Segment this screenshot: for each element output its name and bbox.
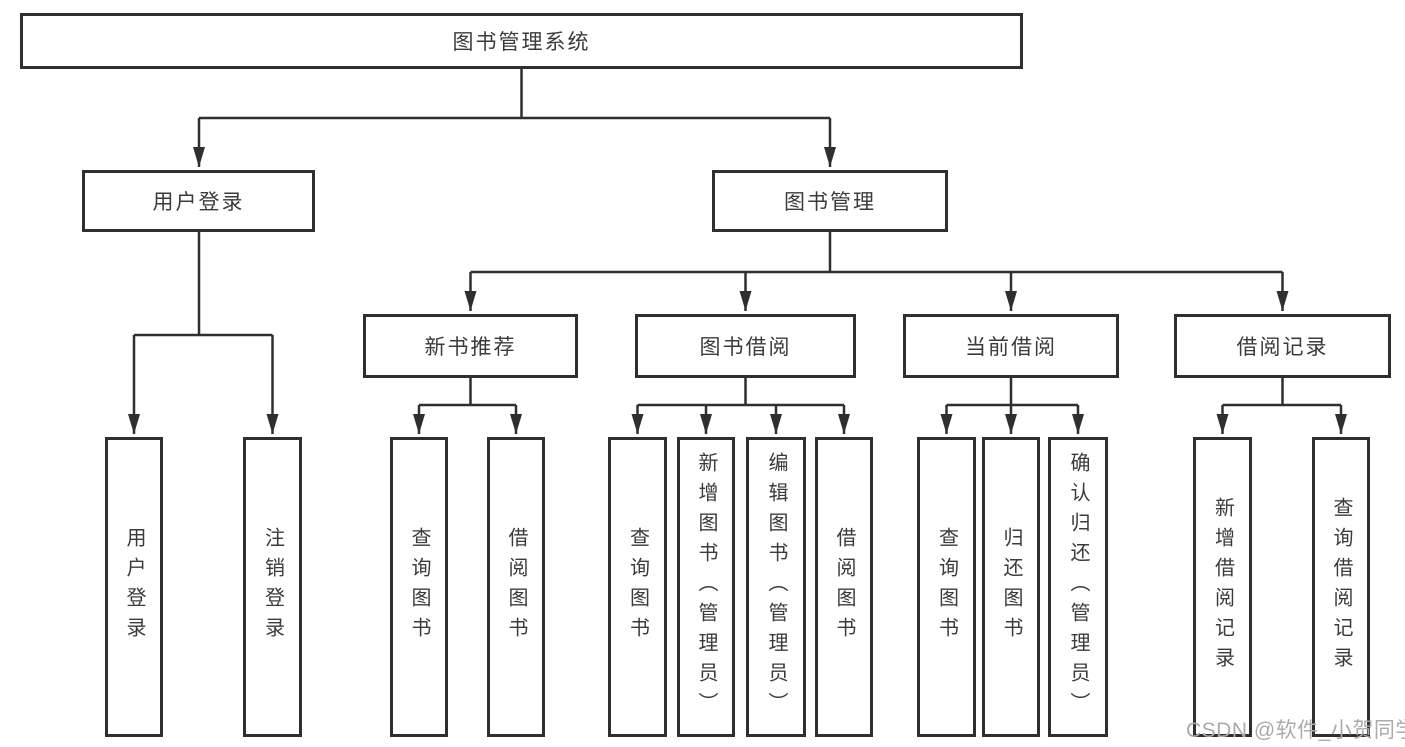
node-leaf-bb-borrow-books: 借阅图书 xyxy=(815,437,873,737)
node-book-borrow: 图书借阅 xyxy=(635,314,856,378)
connector-root-trunk xyxy=(199,69,830,120)
node-current-borrow: 当前借阅 xyxy=(903,314,1119,378)
node-library-system: 图书管理系统 xyxy=(20,13,1023,69)
csdn-watermark: CSDN @软件_小贺同学 xyxy=(1186,719,1405,742)
node-leaf-cb-confirm-return-admin: 确认归还（管理员） xyxy=(1048,437,1108,737)
node-leaf-br-query-record: 查询借阅记录 xyxy=(1312,437,1370,737)
node-borrow-records: 借阅记录 xyxy=(1174,314,1391,378)
node-leaf-cb-query-books: 查询图书 xyxy=(917,437,976,737)
node-new-book-recommend: 新书推荐 xyxy=(363,314,578,378)
node-leaf-nb-borrow-books: 借阅图书 xyxy=(487,437,545,737)
node-leaf-bb-add-books-admin: 新增图书（管理员） xyxy=(677,437,735,737)
node-leaf-logout: 注销登录 xyxy=(243,437,302,737)
node-user-login: 用户登录 xyxy=(82,170,315,232)
node-leaf-user-login: 用户登录 xyxy=(105,437,163,737)
connector-bookmgmt-trunk xyxy=(470,232,1283,274)
connector-currentborrow-trunk xyxy=(946,378,1078,407)
node-book-management: 图书管理 xyxy=(712,170,948,232)
node-leaf-bb-edit-books-admin: 编辑图书（管理员） xyxy=(746,437,806,737)
node-leaf-nb-query-books: 查询图书 xyxy=(390,437,448,737)
node-leaf-bb-query-books: 查询图书 xyxy=(608,437,667,737)
node-leaf-br-add-record: 新增借阅记录 xyxy=(1193,437,1252,737)
connector-bookborrow-trunk xyxy=(637,378,844,407)
node-leaf-cb-return-books: 归还图书 xyxy=(982,437,1040,737)
connector-newbook-trunk xyxy=(419,378,516,407)
connector-records-trunk xyxy=(1222,378,1341,407)
connector-userlogin-trunk xyxy=(134,232,273,337)
